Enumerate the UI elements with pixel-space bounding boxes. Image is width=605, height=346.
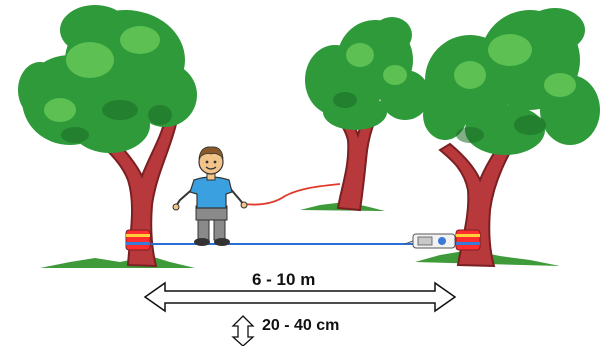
height-arrow-icon xyxy=(233,316,253,346)
left-tree-protector xyxy=(126,230,150,250)
middle-tree xyxy=(305,17,430,210)
left-tree xyxy=(18,5,197,266)
length-label: 6 - 10 m xyxy=(252,270,315,290)
height-label: 20 - 40 cm xyxy=(262,317,339,335)
ratchet-icon xyxy=(405,234,455,248)
pull-rope xyxy=(243,184,340,205)
right-tree-protector xyxy=(456,230,480,250)
right-tree xyxy=(423,8,600,266)
person-figure xyxy=(173,147,247,246)
